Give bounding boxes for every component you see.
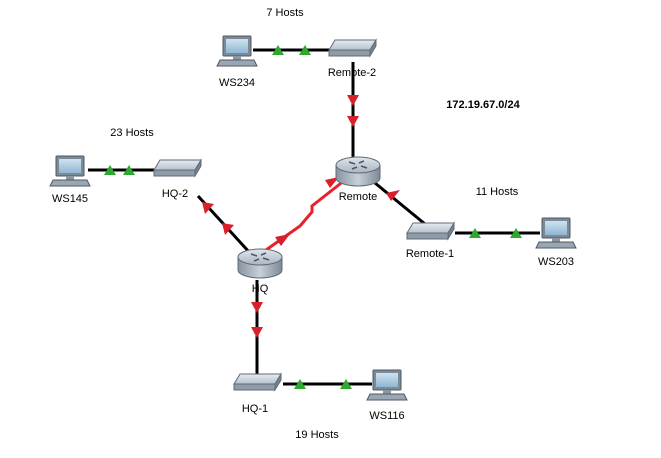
link-down-indicator <box>222 223 234 235</box>
pc-ws203[interactable]: WS203 <box>535 217 577 268</box>
switch-hq-1-label: HQ-1 <box>242 403 268 415</box>
pc-ws203-label: WS203 <box>538 256 574 268</box>
link-down-indicator <box>251 302 263 313</box>
link-up-indicator <box>299 45 311 55</box>
switch-icon <box>153 158 202 178</box>
pc-ws234-label: WS234 <box>219 77 255 89</box>
pc-ws145-label: WS145 <box>52 193 88 205</box>
link-up-indicator <box>123 165 135 175</box>
pc-ws116-label: WS116 <box>369 410 404 422</box>
serial-link-hq-remote[interactable] <box>265 178 346 252</box>
switch-hq-1[interactable]: HQ-1 <box>233 372 282 415</box>
router-hq[interactable]: HQ <box>237 248 283 295</box>
link-remote-remote1[interactable] <box>374 181 426 226</box>
switch-remote-1-label: Remote-1 <box>406 248 454 260</box>
router-remote[interactable]: Remote <box>335 156 381 203</box>
link-up-indicator <box>510 228 522 238</box>
link-down-indicator <box>251 327 263 338</box>
pc-ws234[interactable]: WS234 <box>216 35 258 89</box>
link-down-indicator <box>347 95 359 106</box>
switch-icon <box>406 221 455 241</box>
pc-ws145[interactable]: WS145 <box>49 155 91 205</box>
router-remote-label: Remote <box>339 191 378 203</box>
link-up-indicator <box>272 45 284 55</box>
switch-hq-2-label: HQ-2 <box>162 188 188 200</box>
pc-ws116[interactable]: WS116 <box>366 369 408 422</box>
router-icon <box>335 156 381 187</box>
hosts-count-remote-2: 7 Hosts <box>266 7 304 19</box>
switch-hq-2[interactable]: HQ-2 <box>153 158 202 200</box>
switch-remote-1[interactable]: Remote-1 <box>406 221 455 260</box>
switch-icon <box>328 38 377 58</box>
link-status-markers <box>104 45 522 389</box>
router-icon <box>237 248 283 279</box>
pc-icon <box>535 217 577 249</box>
link-down-indicator <box>325 177 339 188</box>
pc-icon <box>216 35 258 67</box>
link-down-indicator <box>386 190 400 201</box>
switch-remote-2[interactable]: Remote-2 <box>328 38 377 79</box>
router-hq-label: HQ <box>252 283 269 295</box>
link-up-indicator <box>294 379 306 389</box>
network-address-label: 172.19.67.0/24 <box>446 99 520 111</box>
link-down-indicator <box>275 234 290 246</box>
link-up-indicator <box>104 165 116 175</box>
pc-icon <box>366 369 408 401</box>
link-down-indicator <box>202 202 214 214</box>
link-up-indicator <box>340 379 352 389</box>
hosts-count-hq-2: 23 Hosts <box>110 127 154 139</box>
switch-icon <box>233 372 282 392</box>
switch-remote-2-label: Remote-2 <box>328 67 376 79</box>
link-up-indicator <box>469 228 481 238</box>
hosts-count-hq-1: 19 Hosts <box>295 429 339 441</box>
link-down-indicator <box>347 116 359 127</box>
hosts-count-remote-1: 11 Hosts <box>476 186 519 198</box>
pc-icon <box>49 155 91 187</box>
